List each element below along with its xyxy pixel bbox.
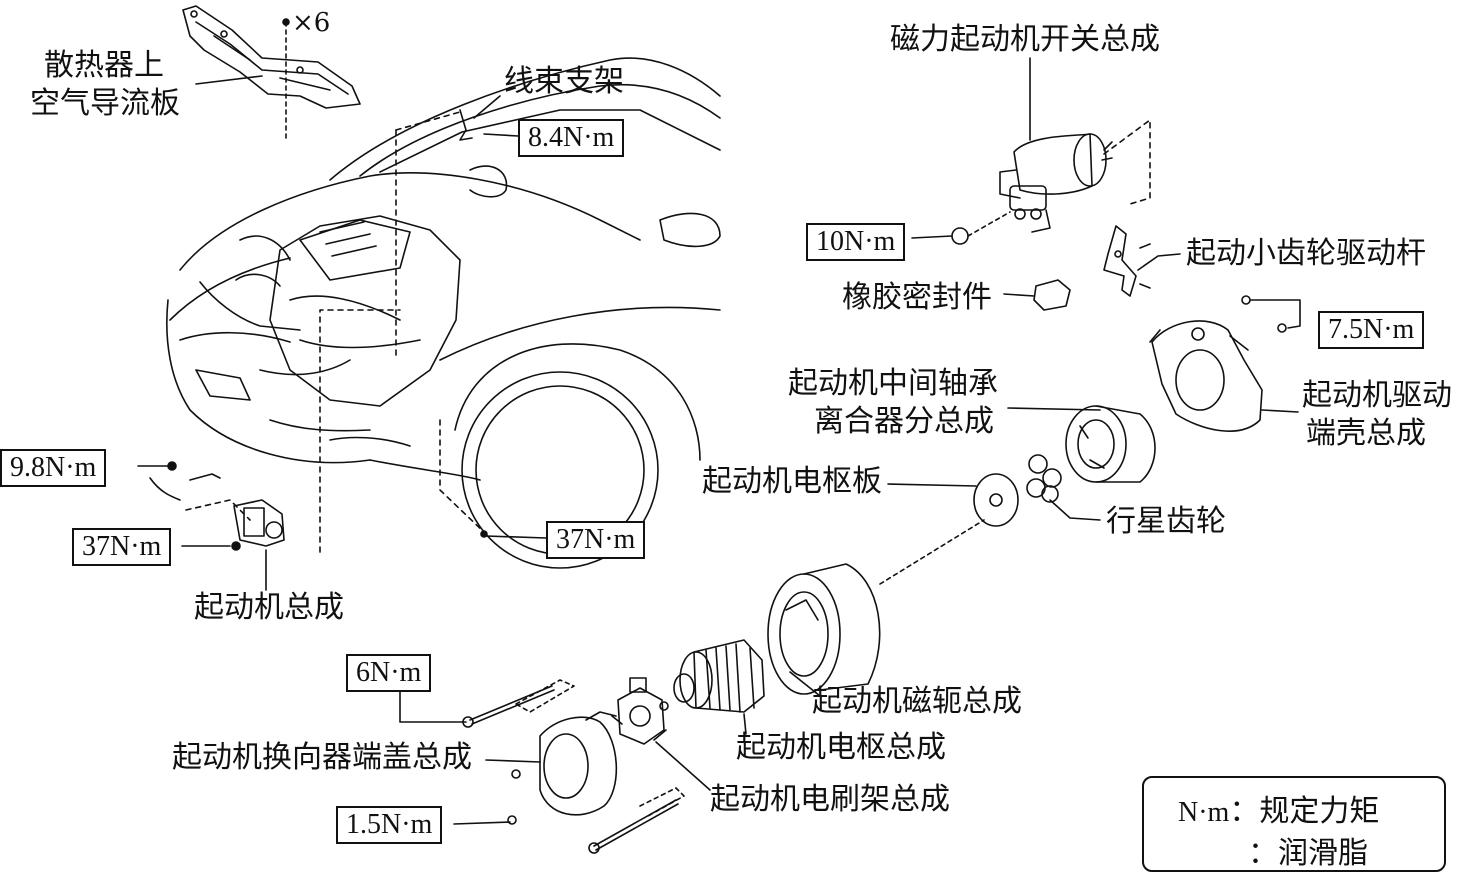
torque-10: 10N·m	[806, 223, 906, 261]
armature-plate-drawing	[973, 473, 1019, 527]
torque-6: 6N·m	[346, 654, 432, 692]
label-rubber-seal: 橡胶密封件	[842, 280, 992, 315]
leader-planetary	[1049, 499, 1101, 521]
legend-unit-desc: ：规定力矩	[1229, 794, 1380, 829]
leader-7-5	[1249, 299, 1301, 329]
legend-unit-row: N·m：规定力矩	[1178, 786, 1379, 830]
torque-37-b: 37N·m	[546, 521, 646, 559]
bolt-dash-bottom	[639, 787, 685, 817]
leader-clutch	[1007, 407, 1101, 411]
label-clutch-1: 起动机中间轴承	[788, 366, 998, 401]
leader-8-4	[483, 133, 519, 137]
legend-arrow-desc: ：润滑脂	[1248, 836, 1368, 871]
label-starter-assembly: 起动机总成	[194, 590, 344, 625]
label-radiator-baffle-2: 空气导流板	[30, 86, 180, 121]
armature-drawing	[673, 639, 765, 713]
drive-housing-drawing	[1149, 295, 1287, 432]
leader-37-b	[485, 535, 547, 539]
solenoid-dash	[1103, 119, 1151, 205]
label-armature: 起动机电枢总成	[736, 730, 946, 765]
axis-dash	[879, 519, 985, 585]
leader-lever	[1137, 253, 1181, 271]
yoke-drawing	[767, 563, 881, 695]
pinion-drive-lever-drawing	[1103, 225, 1151, 297]
label-commutator-end-frame: 起动机换向器端盖总成	[172, 740, 472, 775]
label-qty: ×6	[292, 8, 331, 38]
brush-holder-drawing	[611, 677, 669, 745]
bolt-dash-top	[515, 679, 575, 713]
leader-drive-housing	[1261, 409, 1299, 413]
label-drive-housing-2: 端壳总成	[1306, 416, 1426, 451]
leader-armature	[743, 713, 747, 735]
radiator-baffle-drawing	[182, 5, 361, 141]
torque-1-5: 1.5N·m	[336, 806, 443, 844]
torque-8-4: 8.4N·m	[518, 119, 625, 157]
torque-37-a: 37N·m	[72, 528, 172, 566]
label-solenoid-switch: 磁力起动机开关总成	[890, 22, 1160, 57]
solenoid-switch-drawing	[911, 57, 1113, 245]
torque-9-8: 9.8N·m	[0, 449, 107, 487]
label-brush-holder: 起动机电刷架总成	[710, 782, 950, 817]
clutch-drawing	[1065, 405, 1156, 483]
leader-armature-plate	[887, 483, 977, 487]
leader-1-5	[453, 821, 511, 825]
label-clutch-2: 离合器分总成	[814, 404, 994, 439]
car-body-drawing	[166, 57, 721, 569]
label-pinion-drive-lever: 起动小齿轮驱动杆	[1186, 236, 1426, 271]
label-harness-bracket: 线束支架	[504, 64, 624, 99]
leader-brush	[655, 741, 711, 791]
leader-yoke	[789, 671, 821, 697]
rubber-seal-drawing	[1003, 279, 1071, 311]
label-yoke: 起动机磁轭总成	[812, 684, 1022, 719]
starter-assembly-drawing	[149, 461, 285, 551]
legend-box: N·m：规定力矩 ：润滑脂	[1142, 776, 1446, 872]
label-drive-housing-1: 起动机驱动	[1302, 378, 1452, 413]
planetary-gear-drawing	[1026, 454, 1062, 503]
leader-radiator	[195, 75, 263, 85]
leader-commutator	[485, 759, 541, 763]
leader-6	[399, 689, 467, 723]
label-armature-plate: 起动机电枢板	[702, 464, 882, 499]
label-radiator-baffle-1: 散热器上	[44, 48, 164, 83]
commutator-end-frame-drawing	[462, 685, 679, 854]
leader-harness	[473, 95, 501, 119]
torque-7-5: 7.5N·m	[1318, 311, 1425, 349]
car-dashed-leaders	[185, 111, 487, 553]
legend-unit-key: N·m	[1178, 797, 1230, 828]
label-planetary-gear: 行星齿轮	[1106, 504, 1226, 539]
